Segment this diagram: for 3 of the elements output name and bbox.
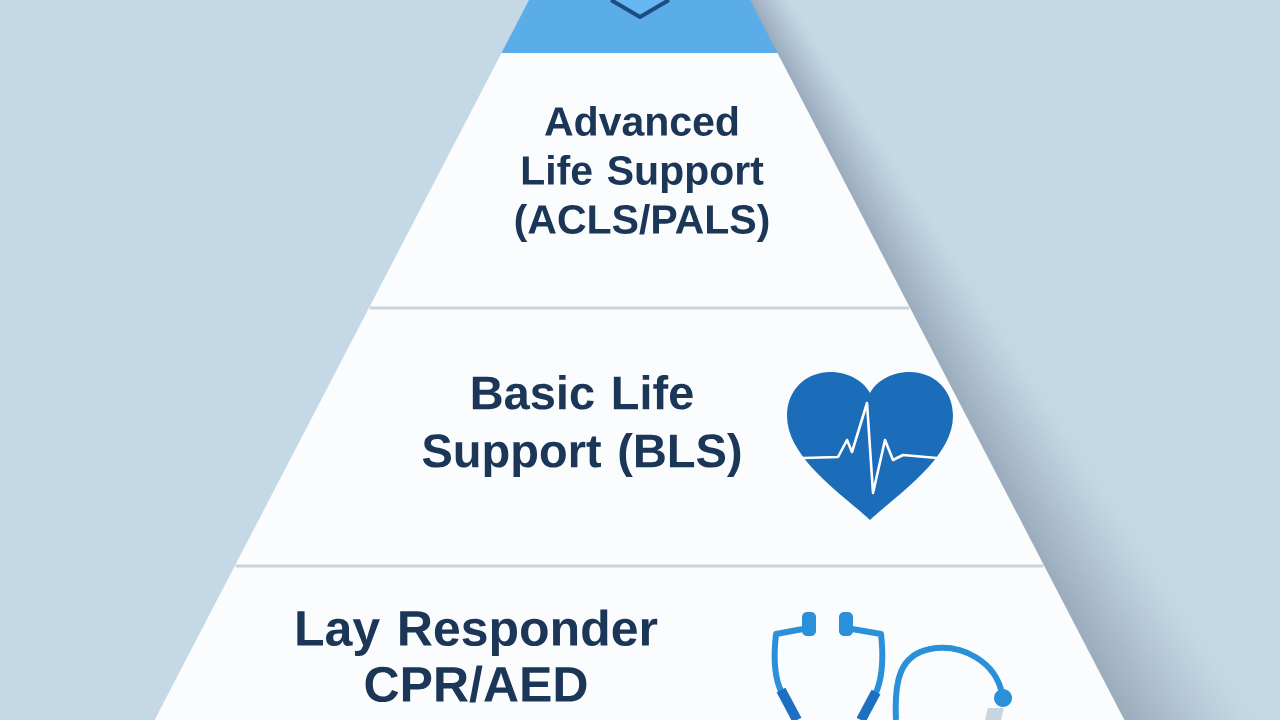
tier-label: Basic Life Support (BLS) — [422, 375, 741, 477]
tier-label: Lay Responder CPR/AED — [297, 609, 658, 703]
tier-label: Advanced Life Support (ACLS/PALS) — [515, 105, 769, 243]
